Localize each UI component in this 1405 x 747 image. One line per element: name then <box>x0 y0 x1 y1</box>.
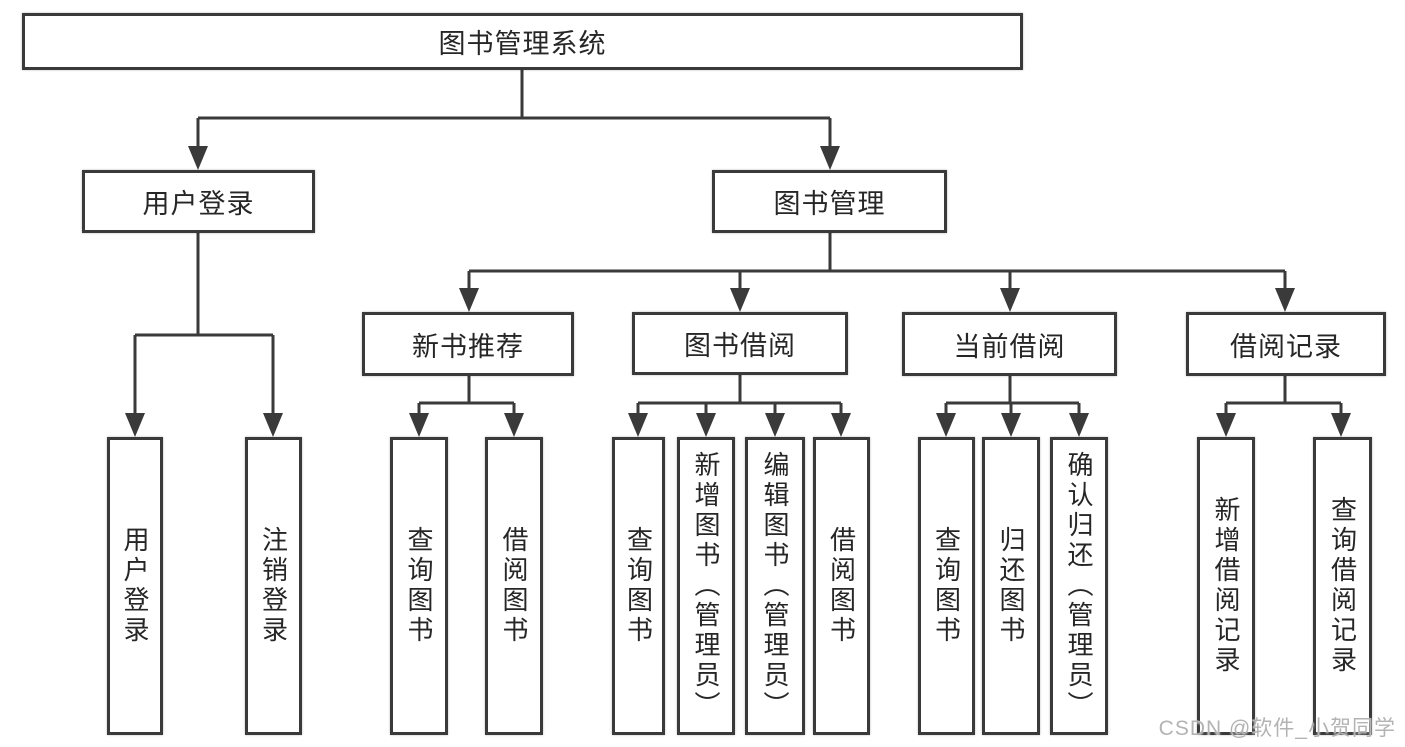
leaf-borrowing-query-book: 查询图书 <box>612 437 665 735</box>
leaf-records-query-record: 查询借阅记录 <box>1313 437 1372 735</box>
node-label: 借阅记录 <box>1230 331 1342 362</box>
node-label: 查询借阅记录 <box>1327 496 1358 676</box>
leaf-current-confirm-return-admin: 确认归还（管理员） <box>1050 437 1108 735</box>
leaf-records-add-record: 新增借阅记录 <box>1197 437 1255 735</box>
node-label: 查询图书 <box>931 526 962 646</box>
node-label: 借阅图书 <box>499 526 529 646</box>
node-current-borrowing: 当前借阅 <box>902 312 1117 376</box>
node-label: 查询图书 <box>404 526 434 646</box>
node-label: 查询图书 <box>623 526 654 646</box>
node-label: 归还图书 <box>996 526 1026 646</box>
node-label: 用户登录 <box>120 526 150 646</box>
node-new-book-recommend: 新书推荐 <box>362 312 574 376</box>
leaf-user-login: 用户登录 <box>107 437 163 735</box>
arrowhead-icons <box>125 146 1351 437</box>
leaf-current-return-book: 归还图书 <box>982 437 1040 735</box>
leaf-logout: 注销登录 <box>245 437 302 735</box>
node-label: 图书管理系统 <box>438 29 607 59</box>
leaf-borrowing-borrow-book: 借阅图书 <box>813 437 870 735</box>
node-borrowing-records: 借阅记录 <box>1186 312 1386 376</box>
leaf-borrowing-edit-book-admin: 编辑图书（管理员） <box>745 437 805 735</box>
node-label: 确认归还（管理员） <box>1064 451 1094 721</box>
node-user-login: 用户登录 <box>82 170 315 233</box>
node-label: 用户登录 <box>142 189 255 219</box>
node-label: 图书借阅 <box>684 331 796 361</box>
node-label: 新增借阅记录 <box>1211 496 1241 676</box>
node-book-management-system: 图书管理系统 <box>22 13 1023 70</box>
node-label: 当前借阅 <box>953 331 1066 362</box>
node-label: 新书推荐 <box>412 331 524 362</box>
node-label: 编辑图书（管理员） <box>760 451 790 721</box>
node-label: 新增图书（管理员） <box>691 451 721 721</box>
csdn-watermark: CSDN @软件_小贺同学 <box>1158 717 1396 740</box>
connector-shafts <box>133 67 1343 418</box>
leaf-borrowing-add-book-admin: 新增图书（管理员） <box>677 437 735 735</box>
node-book-borrowing: 图书借阅 <box>632 312 848 375</box>
leaf-current-query-book: 查询图书 <box>918 437 975 735</box>
node-label: 图书管理 <box>773 189 886 219</box>
leaf-recommend-query-book: 查询图书 <box>390 437 448 735</box>
node-label: 借阅图书 <box>826 526 857 646</box>
node-label: 注销登录 <box>258 526 289 646</box>
leaf-recommend-borrow-book: 借阅图书 <box>485 437 543 735</box>
node-book-management: 图书管理 <box>712 170 947 233</box>
